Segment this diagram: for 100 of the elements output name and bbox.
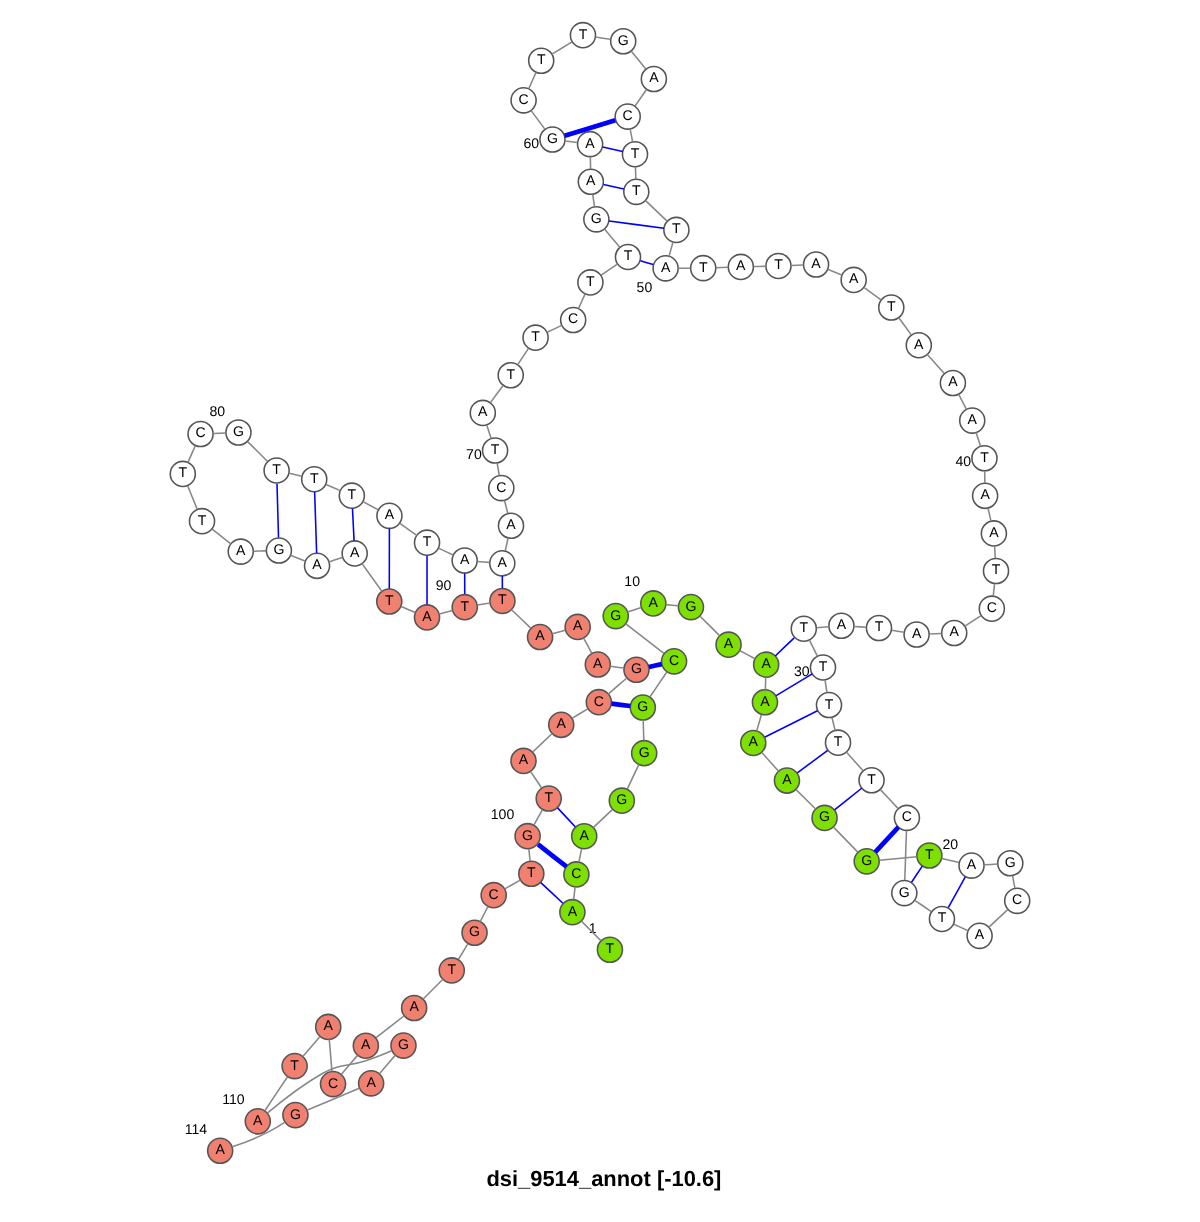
connector [941, 857, 960, 864]
connector [983, 863, 999, 866]
connector [957, 393, 968, 410]
connector [863, 286, 882, 301]
connector [648, 661, 663, 670]
connector [845, 751, 864, 772]
connector [479, 905, 489, 923]
connector [422, 978, 444, 1000]
connector [546, 324, 563, 334]
connector [264, 1075, 289, 1112]
connector [536, 842, 568, 869]
connector [313, 491, 318, 554]
connector [529, 770, 543, 789]
connector [609, 665, 625, 669]
connector [571, 708, 589, 719]
connector [879, 788, 899, 810]
connector [975, 431, 982, 447]
connector [266, 1050, 393, 1114]
connector [878, 855, 918, 861]
connector [756, 713, 763, 732]
connector [361, 562, 383, 593]
connector [625, 623, 665, 655]
connector [824, 679, 828, 694]
connector [626, 763, 640, 790]
connector [987, 507, 992, 522]
connector [890, 629, 905, 634]
connector [551, 629, 566, 635]
connector [578, 848, 583, 863]
connector [642, 719, 645, 741]
connector [288, 472, 303, 478]
connector [853, 625, 868, 628]
connector [437, 547, 454, 556]
connector [362, 500, 380, 511]
connector [580, 920, 602, 942]
connector [457, 943, 469, 961]
connector [212, 432, 227, 435]
connector [564, 140, 579, 144]
connector [302, 1036, 321, 1058]
connector [796, 749, 829, 774]
connector [486, 424, 492, 440]
connector [831, 716, 836, 732]
connector [252, 550, 267, 553]
connector [629, 128, 634, 143]
connector [528, 71, 537, 90]
connector [988, 908, 1009, 928]
connector [795, 788, 817, 810]
connector [463, 572, 466, 595]
connector [375, 1015, 405, 1039]
connector [898, 317, 913, 336]
connector [668, 241, 674, 257]
connector [399, 522, 418, 537]
connector [639, 259, 655, 266]
connector [608, 220, 665, 230]
connector [826, 268, 843, 276]
connector [630, 50, 647, 70]
connector [592, 808, 614, 829]
connector [426, 554, 428, 606]
connector [533, 808, 544, 826]
connector [476, 602, 491, 606]
connector [634, 88, 648, 107]
connector [602, 183, 625, 190]
connector [790, 264, 805, 267]
connector [503, 499, 509, 515]
connector [400, 605, 417, 614]
connector [504, 537, 509, 552]
connector [532, 732, 553, 753]
connector [649, 671, 668, 698]
connector [328, 556, 344, 563]
connector [601, 146, 624, 153]
connector [832, 826, 859, 853]
connector [964, 614, 982, 627]
connector [904, 830, 908, 881]
connector [388, 527, 391, 590]
connector [677, 267, 692, 270]
connector [699, 615, 721, 637]
connector [306, 1087, 361, 1111]
connector [591, 193, 596, 208]
connector [611, 701, 631, 709]
connector [351, 507, 355, 542]
connector [476, 560, 491, 564]
connector [992, 582, 996, 597]
connector [510, 608, 532, 629]
connector [231, 1121, 286, 1148]
connector [644, 199, 668, 222]
diagram-title: dsi_9514_annot [-10.6] [486, 1167, 722, 1192]
connector [276, 482, 280, 539]
connector [983, 470, 986, 484]
connector [517, 347, 530, 366]
connector [564, 118, 616, 139]
connector [540, 881, 564, 904]
connector [438, 609, 454, 615]
connector [665, 603, 679, 607]
connector [556, 807, 577, 828]
connector [340, 1054, 359, 1076]
connector [815, 625, 830, 629]
connector [186, 485, 199, 511]
connector [572, 886, 576, 901]
connector [953, 923, 969, 932]
connector [775, 673, 813, 697]
connector [760, 751, 780, 772]
